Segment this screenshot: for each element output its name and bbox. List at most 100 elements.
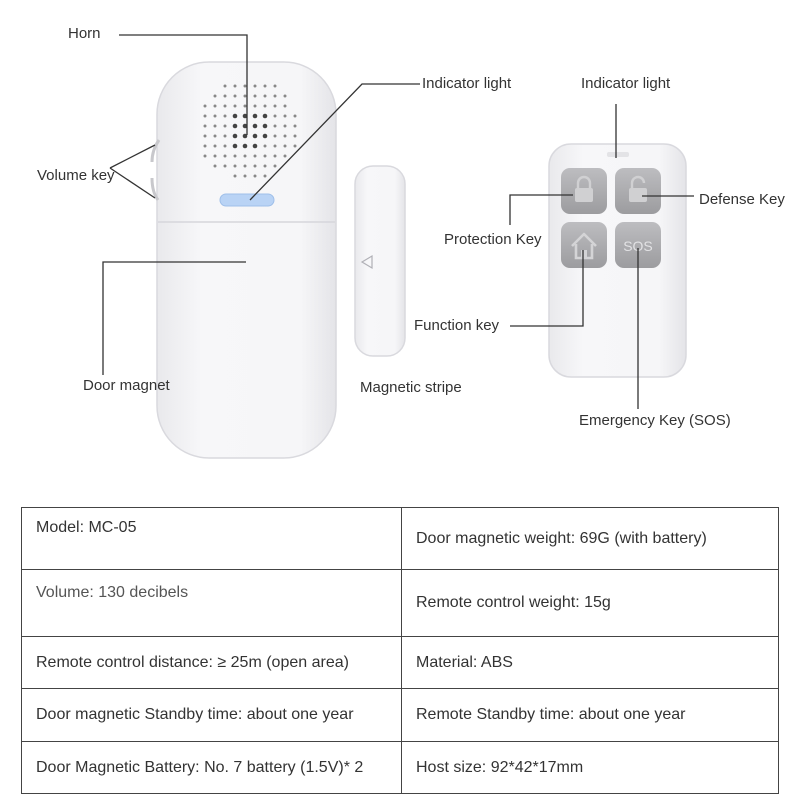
grille-hole (263, 104, 267, 108)
grille-hole (223, 144, 227, 148)
function-key[interactable] (561, 222, 607, 268)
grille-hole (273, 84, 277, 88)
grille-hole (232, 123, 238, 129)
spec-cell: Door magnetic weight: 69G (with battery) (401, 507, 779, 570)
grille-hole (283, 114, 287, 118)
grille-hole (273, 124, 277, 128)
label-indicator-light-host: Indicator light (422, 75, 512, 92)
grille-hole (253, 84, 257, 88)
grille-hole (223, 114, 227, 118)
grille-hole (223, 134, 227, 138)
grille-hole (252, 123, 258, 129)
grille-hole (273, 164, 277, 168)
remote-control: SOS (548, 143, 687, 378)
grille-hole (223, 164, 227, 168)
grille-hole (232, 133, 238, 139)
grille-hole (233, 94, 237, 98)
label-protection-key: Protection Key (444, 231, 542, 248)
leader-lines (102, 34, 694, 409)
volume-key-down[interactable] (150, 177, 160, 201)
spec-cell: Material: ABS (401, 636, 779, 689)
grille-hole (263, 164, 267, 168)
grille-hole (293, 124, 297, 128)
label-door-magnet: Door magnet (83, 377, 170, 394)
grille-hole (233, 174, 237, 178)
leader-protection (509, 194, 573, 225)
grille-hole (252, 143, 258, 149)
spec-cell: Volume: 130 decibels (21, 569, 402, 637)
spec-cell: Model: MC-05 (21, 507, 402, 570)
grille-hole (273, 154, 277, 158)
grille-hole (293, 114, 297, 118)
grille-hole (223, 104, 227, 108)
grille-hole (273, 114, 277, 118)
emergency-key-sos[interactable]: SOS (615, 222, 661, 268)
triangle-arrow-icon (360, 254, 373, 270)
home-icon (571, 232, 597, 260)
label-volume-key: Volume key (37, 167, 115, 184)
grille-hole (253, 94, 257, 98)
grille-hole (233, 84, 237, 88)
sos-label: SOS (623, 238, 653, 254)
grille-hole (213, 154, 217, 158)
grille-hole (242, 113, 248, 119)
grille-hole (262, 133, 268, 139)
volume-key-up[interactable] (150, 139, 161, 163)
grille-hole (263, 94, 267, 98)
grille-hole (233, 104, 237, 108)
grille-hole (223, 154, 227, 158)
spec-cell: Remote control distance: ≥ 25m (open are… (21, 636, 402, 689)
table-row: Volume: 130 decibels Remote control weig… (21, 569, 779, 637)
grille-hole (293, 134, 297, 138)
grille-hole (223, 84, 227, 88)
grille-hole (213, 94, 217, 98)
grille-hole (273, 94, 277, 98)
label-horn: Horn (68, 25, 101, 42)
lock-closed-icon (575, 175, 593, 202)
grille-hole (283, 104, 287, 108)
grille-hole (233, 154, 237, 158)
leader-volume-up (109, 144, 156, 169)
grille-hole (223, 124, 227, 128)
grille-hole (263, 144, 267, 148)
grille-hole (213, 104, 217, 108)
leader-volume-down (109, 167, 156, 199)
grille-hole (203, 154, 207, 158)
grille-hole (283, 154, 287, 158)
grille-hole (283, 94, 287, 98)
grille-hole (262, 113, 268, 119)
grille-hole (232, 113, 238, 119)
grille-hole (273, 104, 277, 108)
spec-cell: Host size: 92*42*17mm (401, 741, 779, 794)
table-row: Door Magnetic Battery: No. 7 battery (1.… (21, 741, 779, 794)
grille-hole (252, 133, 258, 139)
grille-hole (283, 144, 287, 148)
grille-hole (213, 114, 217, 118)
protection-key[interactable] (561, 168, 607, 214)
label-indicator-light-remote: Indicator light (581, 75, 671, 92)
indicator-light-bar (219, 193, 275, 207)
grille-hole (263, 84, 267, 88)
spec-cell: Door Magnetic Battery: No. 7 battery (1.… (21, 741, 402, 794)
grille-hole (203, 114, 207, 118)
grille-hole (243, 104, 247, 108)
grille-hole (262, 123, 268, 129)
grille-hole (233, 164, 237, 168)
label-magnetic-stripe: Magnetic stripe (360, 379, 462, 396)
defense-key[interactable] (615, 168, 661, 214)
label-emergency-key: Emergency Key (SOS) (579, 412, 731, 429)
device-illustration: SOS (102, 34, 694, 459)
grille-hole (283, 124, 287, 128)
spec-cell: Door magnetic Standby time: about one ye… (21, 688, 402, 742)
grille-hole (242, 143, 248, 149)
table-row: Remote control distance: ≥ 25m (open are… (21, 636, 779, 689)
spec-table: Model: MC-05 Door magnetic weight: 69G (… (21, 507, 779, 794)
grille-hole (203, 124, 207, 128)
grille-hole (203, 144, 207, 148)
table-row: Model: MC-05 Door magnetic weight: 69G (… (21, 507, 779, 570)
grille-hole (242, 133, 248, 139)
grille-hole (243, 174, 247, 178)
grille-hole (213, 124, 217, 128)
alarm-host (150, 61, 337, 459)
